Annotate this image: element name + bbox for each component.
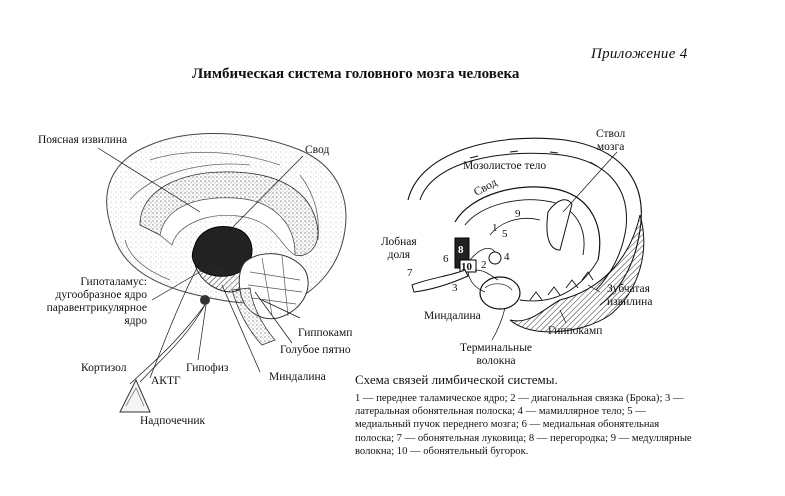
marker-9: 9 [515,208,521,220]
label-acth: АКТГ [151,375,181,387]
marker-6: 6 [443,253,449,265]
marker-8: 8 [458,244,464,256]
label-dentate-line1: Зубчатая [607,283,650,295]
label-brainstem: Ствол мозга [596,128,625,154]
marker-10: 10 [461,261,472,273]
label-hypothalamus-line4: ядро [124,315,147,327]
label-hippocampus-right: Гиппокамп [548,325,603,337]
label-hypothalamus-line1: Гипоталамус: [80,276,147,288]
diagram-legend: 1 — переднее таламическое ядро; 2 — диаг… [355,393,692,457]
marker-3: 3 [452,282,458,294]
appendix-label: Приложение 4 [591,46,688,62]
label-terminal-fibers: Терминальные волокна [460,342,532,368]
page-title: Лимбическая система головного мозга чело… [192,66,520,82]
label-hypothalamus: Гипоталамус: дугообразное ядро паравентр… [0,276,147,328]
label-brainstem-line1: Ствол [596,128,626,140]
marker-4: 4 [504,251,510,263]
label-cingulate-gyrus: Поясная извилина [38,134,128,146]
marker-5: 5 [502,228,508,240]
label-dentate-line2: извилина [607,296,653,308]
label-terminal-line2: волокна [476,355,516,367]
label-dentate-gyrus: Зубчатая извилина [607,283,652,309]
label-amygdala-right: Миндалина [424,310,481,322]
label-brainstem-line2: мозга [596,141,625,153]
diagram-caption: Схема связей лимбической системы. [355,372,558,387]
label-frontal-lobe: Лобная доля [381,236,417,262]
label-frontal-line1: Лобная [381,236,417,248]
label-terminal-line1: Терминальные [460,342,533,354]
label-amygdala-left: Миндалина [269,371,326,383]
label-locus-coeruleus: Голубое пятно [280,344,351,356]
label-hypothalamus-line3: паравентрикулярное [46,302,147,314]
marker-1: 1 [492,222,498,234]
label-frontal-line2: доля [387,249,411,261]
marker-7: 7 [407,267,413,279]
label-hippocampus-left: Гиппокамп [298,327,353,339]
label-cortisol: Кортизол [81,362,127,374]
label-fornix-left: Свод [305,144,330,156]
label-hypothalamus-line2: дугообразное ядро [55,289,147,301]
label-pituitary: Гипофиз [186,362,229,374]
label-adrenal: Надпочечник [140,415,206,427]
marker-2: 2 [481,259,487,271]
label-corpus-callosum: Мозолистое тело [463,160,547,172]
